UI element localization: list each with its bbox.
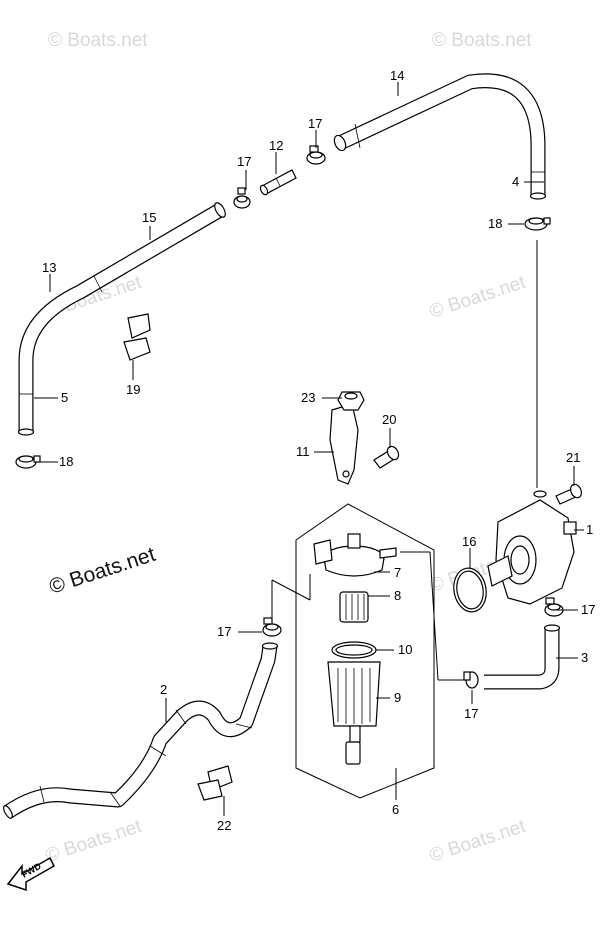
callout-23: 23 xyxy=(301,390,315,405)
callout-7: 7 xyxy=(394,565,401,580)
clamp-17-lower xyxy=(463,671,479,689)
callout-10: 10 xyxy=(398,642,412,657)
clamp-17-left xyxy=(233,187,251,209)
callout-17: 17 xyxy=(581,602,595,617)
watermark: © Boats.net xyxy=(432,30,532,51)
clamp-18-right xyxy=(524,217,551,231)
callout-18: 18 xyxy=(59,454,73,469)
callout-17: 17 xyxy=(308,116,322,131)
callout-5: 5 xyxy=(61,390,68,405)
callout-17: 17 xyxy=(217,624,231,639)
watermark: © Boats.net xyxy=(427,816,529,867)
hose-15 xyxy=(17,202,226,436)
clamp-17-right xyxy=(544,597,564,617)
nut-23 xyxy=(337,391,365,411)
callout-19: 19 xyxy=(126,382,140,397)
hose-14 xyxy=(333,73,547,200)
watermark: © Boats.net xyxy=(48,30,148,51)
bolt-21 xyxy=(555,483,583,505)
leader-line xyxy=(429,551,439,681)
watermark-big: © Boats.net xyxy=(46,543,158,599)
callout-2: 2 xyxy=(160,682,167,697)
fuel-filter-assembly-6 xyxy=(295,503,435,799)
joint-12 xyxy=(259,169,297,196)
holder-22 xyxy=(197,765,233,801)
callout-20: 20 xyxy=(382,412,396,427)
callout-1: 1 xyxy=(586,522,593,537)
fuel-pump-1 xyxy=(487,240,577,605)
callout-22: 22 xyxy=(217,818,231,833)
leader-line xyxy=(271,579,311,601)
callout-3: 3 xyxy=(581,650,588,665)
callout-9: 9 xyxy=(394,690,401,705)
callout-14: 14 xyxy=(390,68,404,83)
callout-11: 11 xyxy=(296,444,310,459)
watermark: © Boats.net xyxy=(43,816,145,867)
callout-17: 17 xyxy=(464,706,478,721)
callout-18: 18 xyxy=(488,216,502,231)
callout-13: 13 xyxy=(42,260,56,275)
callout-12: 12 xyxy=(269,138,283,153)
o-ring-16 xyxy=(453,567,487,613)
hose-2 xyxy=(3,642,279,819)
callout-15: 15 xyxy=(142,210,156,225)
callout-6: 6 xyxy=(392,802,399,817)
bolt-20 xyxy=(373,445,400,469)
clamp-17-top xyxy=(306,145,326,165)
callout-21: 21 xyxy=(566,450,580,465)
holder-19 xyxy=(123,313,151,361)
bracket-11 xyxy=(329,403,359,485)
callout-8: 8 xyxy=(394,588,401,603)
fwd-arrow-icon: FWD xyxy=(6,856,55,892)
callout-4: 4 xyxy=(512,174,519,189)
watermark: © Boats.net xyxy=(427,272,529,323)
callout-17: 17 xyxy=(237,154,251,169)
clamp-18-left xyxy=(15,455,41,469)
callout-16: 16 xyxy=(462,534,476,549)
hose-3 xyxy=(484,624,561,690)
clamp-17-mid xyxy=(262,617,282,637)
callout-leaders xyxy=(34,82,584,816)
